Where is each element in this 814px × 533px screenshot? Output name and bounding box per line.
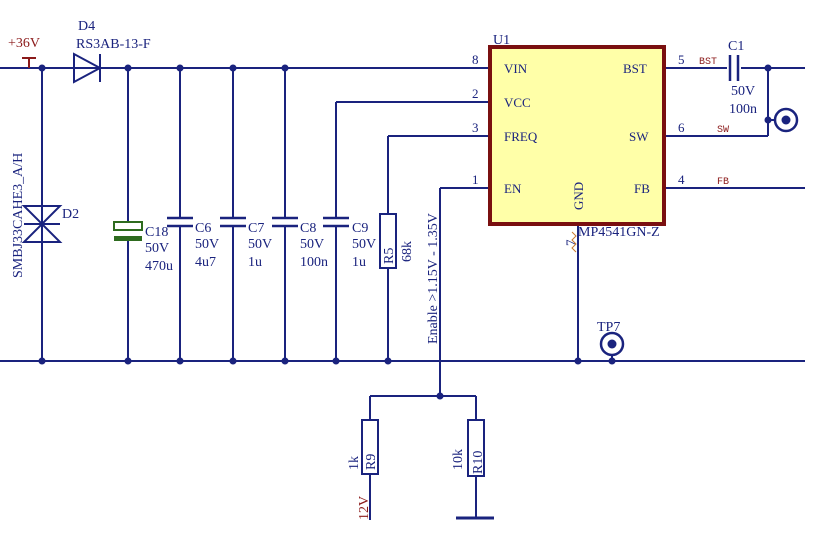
pin-num-7: 7	[563, 239, 578, 246]
pin-name-gnd: GND	[571, 182, 586, 210]
d2-ref: D2	[62, 207, 79, 222]
pin-num-6: 6	[678, 120, 685, 135]
pin-name-vin: VIN	[504, 61, 528, 76]
c6-value: 4u7	[195, 255, 216, 270]
c8-voltage: 50V	[300, 237, 324, 252]
c9-voltage: 50V	[352, 237, 376, 252]
c18-voltage: 50V	[145, 241, 169, 256]
net-label-fb: FB	[717, 177, 729, 188]
c1-value: 100n	[729, 102, 757, 117]
pin-num-4: 4	[678, 172, 685, 187]
r9-value: 1k	[347, 456, 362, 470]
cap-c7[interactable]	[220, 216, 246, 228]
pin-name-freq: FREQ	[504, 129, 538, 144]
c8-ref: C8	[300, 221, 316, 236]
c8-value: 100n	[300, 255, 328, 270]
pin-num-8: 8	[472, 52, 479, 67]
pin-num-5: 5	[678, 52, 685, 67]
pin-num-3: 3	[472, 120, 479, 135]
pin-name-en: EN	[504, 181, 522, 196]
d4-value: RS3AB-13-F	[76, 37, 151, 52]
c1-voltage: 50V	[731, 84, 755, 99]
enable-note: Enable >1.15V - 1.35V	[426, 213, 441, 344]
cap-c6[interactable]	[167, 216, 193, 228]
u1-ref: U1	[493, 33, 510, 48]
pin-name-sw: SW	[629, 129, 649, 144]
c9-ref: C9	[352, 221, 368, 236]
cap-c8[interactable]	[272, 216, 298, 228]
power-label-12v: 12V	[357, 496, 372, 520]
net-label-bst: BST	[699, 57, 717, 68]
cap-c9[interactable]	[323, 216, 349, 228]
gnd-pin-squiggle	[571, 231, 577, 253]
c7-voltage: 50V	[248, 237, 272, 252]
c6-ref: C6	[195, 221, 211, 236]
c18-ref: C18	[145, 225, 168, 240]
ic-u1[interactable]	[488, 45, 666, 226]
r10-ref: R10	[471, 451, 486, 474]
u1-part: MP4541GN-Z	[578, 225, 660, 240]
resistor-r9[interactable]	[361, 419, 379, 475]
c9-value: 1u	[352, 255, 366, 270]
diode-d4[interactable]	[73, 52, 103, 84]
d2-value: SMBJ33CAHE3_A/H	[11, 153, 26, 278]
c6-voltage: 50V	[195, 237, 219, 252]
pin-num-2: 2	[472, 86, 479, 101]
c18-value: 470u	[145, 259, 173, 274]
junctions	[38, 64, 772, 400]
pin-num-1: 1	[472, 172, 479, 187]
cap-c1[interactable]	[728, 55, 740, 81]
net-label-sw: SW	[717, 125, 729, 136]
resistor-r10[interactable]	[467, 419, 485, 477]
tp7-ref: TP7	[597, 320, 620, 335]
resistor-r5[interactable]	[379, 213, 397, 269]
c7-value: 1u	[248, 255, 262, 270]
r9-ref: R9	[364, 454, 379, 470]
test-point-sw[interactable]	[773, 107, 799, 133]
r5-value: 68k	[400, 241, 415, 262]
c1-ref: C1	[728, 39, 744, 54]
pin-name-vcc: VCC	[504, 95, 531, 110]
test-point-tp7[interactable]	[599, 331, 625, 357]
r10-value: 10k	[451, 449, 466, 470]
r5-ref: R5	[382, 248, 397, 264]
pin-name-bst: BST	[623, 61, 647, 76]
power-label-36v: +36V	[8, 36, 40, 51]
tvs-diode-d2[interactable]	[21, 205, 63, 243]
cap-c18[interactable]	[113, 221, 143, 241]
d4-ref: D4	[78, 19, 95, 34]
pin-name-fb: FB	[634, 181, 650, 196]
c7-ref: C7	[248, 221, 264, 236]
